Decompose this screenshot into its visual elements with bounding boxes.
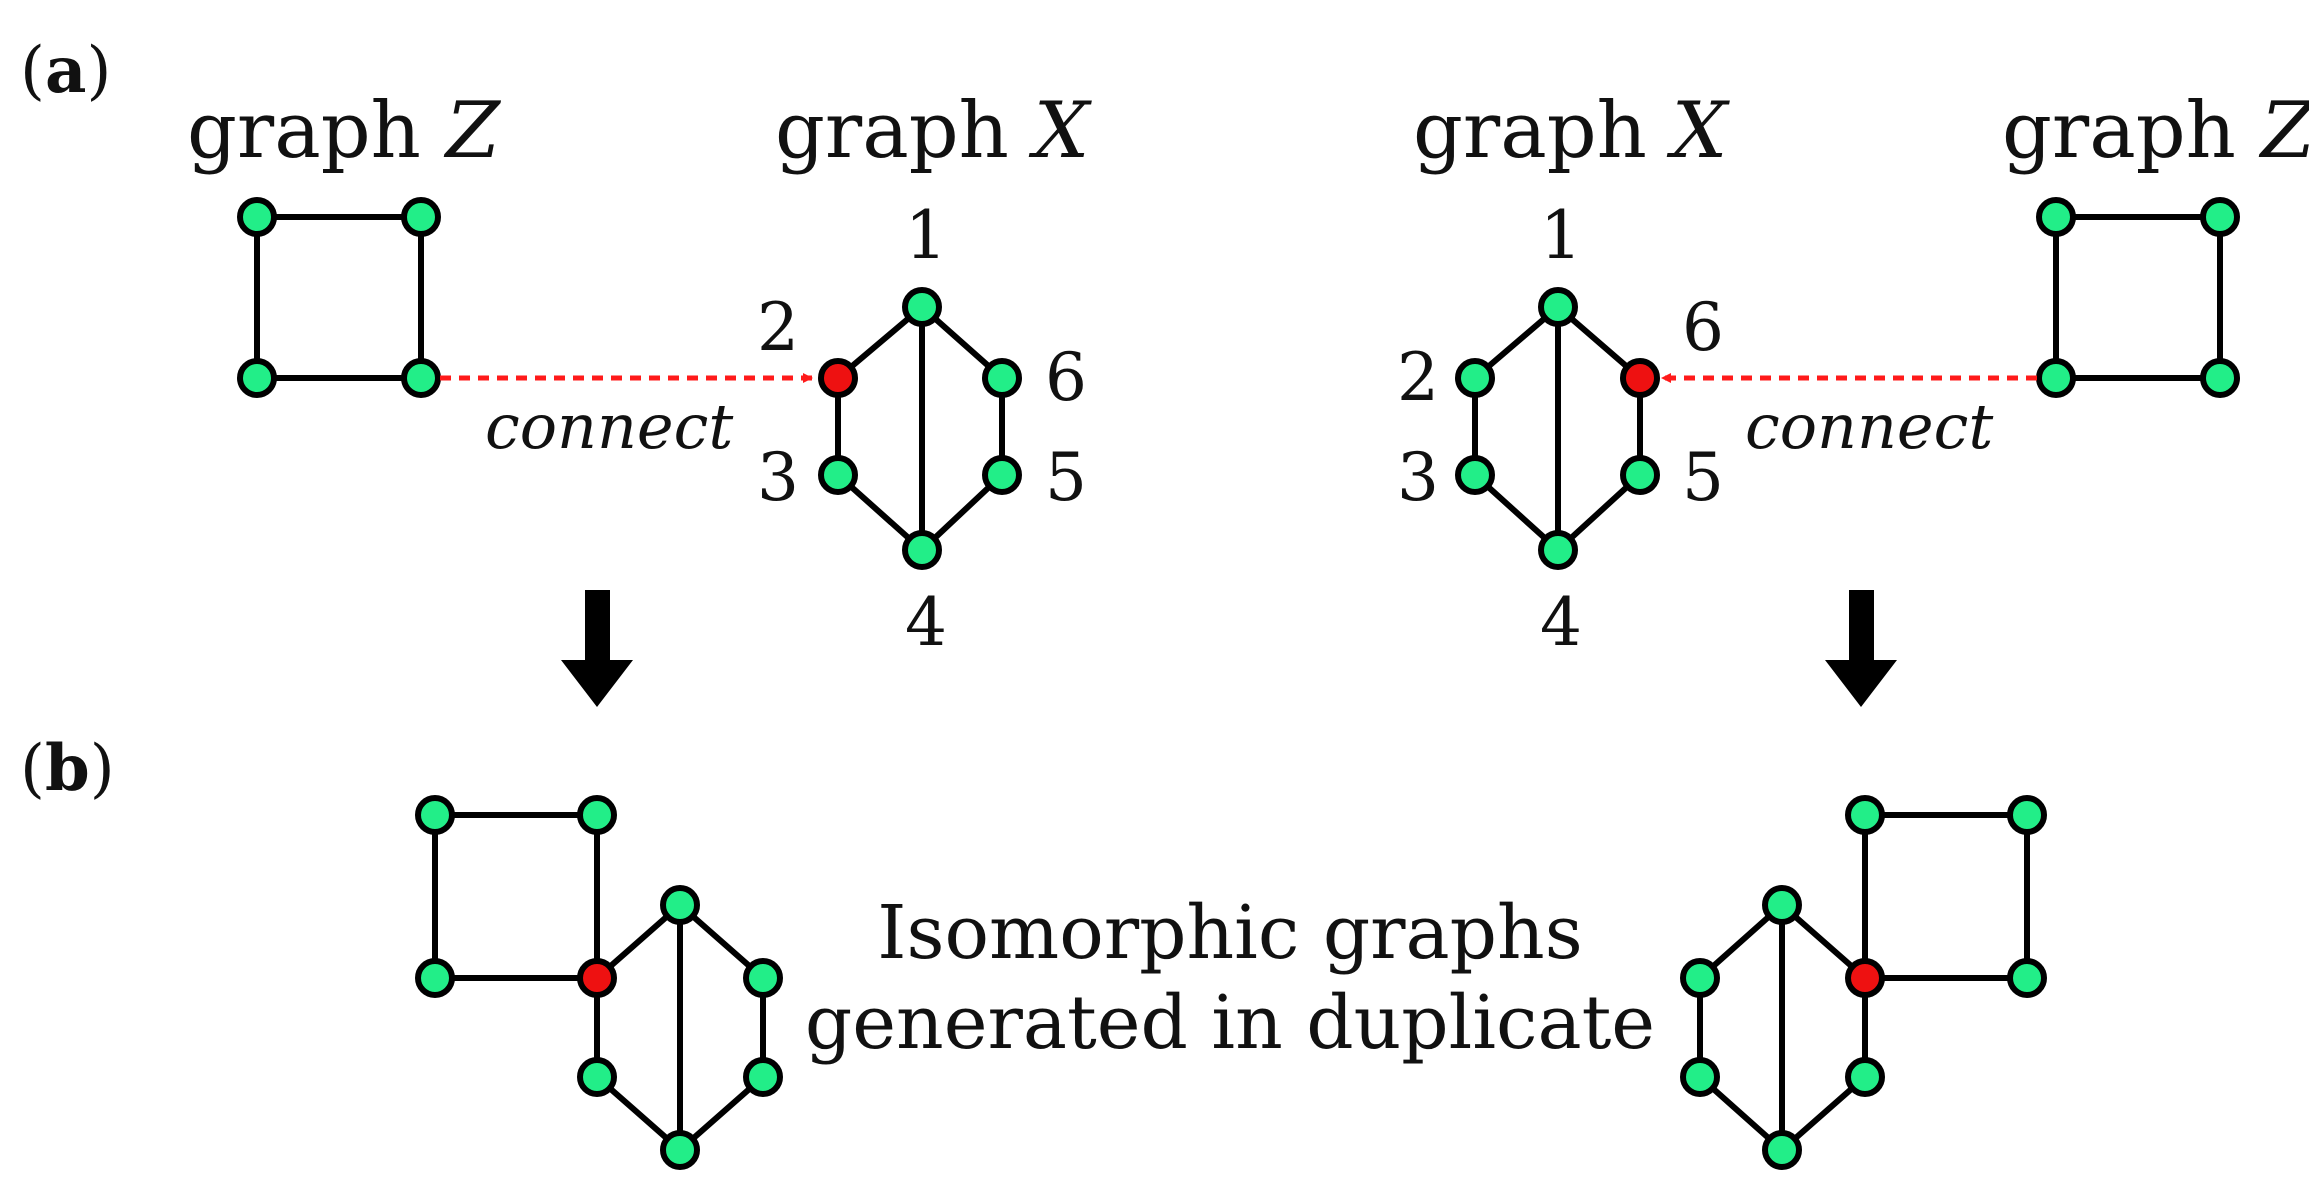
- left-label-node-6: 6: [1045, 339, 1087, 416]
- left-graph-x-edges: [835, 303, 1005, 555]
- right-graph-x-node-1: [1538, 287, 1578, 327]
- right-title-graph-z: graph Z: [2002, 86, 2309, 176]
- right-graph-x-edges: [1472, 303, 1643, 555]
- left-label-node-2: 2: [757, 289, 799, 366]
- result-graph-left: [415, 795, 783, 1170]
- left-label-node-3: 3: [757, 439, 799, 516]
- left-graph-x: [818, 287, 1022, 570]
- caption-line-2: generated in duplicate: [805, 980, 1655, 1066]
- result-left-node: [743, 958, 783, 998]
- left-title-graph-x: graph X: [775, 86, 1093, 176]
- right-graph-z-node: [2036, 358, 2076, 398]
- result-left-node: [577, 795, 617, 835]
- right-graph-z-edges: [2053, 214, 2223, 381]
- panel-label-b: (b): [20, 731, 115, 806]
- left-graph-z-edges: [254, 214, 424, 381]
- right-graph-x-node-5: [1620, 455, 1660, 495]
- right-graph-x-node-3: [1455, 455, 1495, 495]
- left-label-node-1: 1: [905, 197, 947, 274]
- right-graph-z-node: [2200, 197, 2240, 237]
- right-label-node-2: 2: [1397, 339, 1439, 416]
- left-graph-z-node: [401, 197, 441, 237]
- right-graph-x-node-2: [1455, 358, 1495, 398]
- right-graph-x: [1455, 287, 1660, 570]
- right-graph-x-node-4: [1538, 530, 1578, 570]
- left-label-node-4: 4: [905, 584, 947, 661]
- result-right-node: [1845, 795, 1885, 835]
- panel-label-a: (a): [20, 33, 111, 108]
- right-connect-label: connect: [1745, 390, 1993, 463]
- right-label-node-6: 6: [1682, 289, 1724, 366]
- right-label-node-5: 5: [1682, 439, 1724, 516]
- right-label-node-3: 3: [1397, 439, 1439, 516]
- result-left-node: [577, 1057, 617, 1097]
- left-graph-x-node-2: [818, 358, 858, 398]
- left-connect-label: connect: [485, 390, 733, 463]
- right-title-graph-x: graph X: [1413, 86, 1731, 176]
- caption-line-1: Isomorphic graphs: [877, 890, 1582, 976]
- left-graph-x-node-1: [902, 287, 942, 327]
- left-graph-x-node-5: [982, 455, 1022, 495]
- result-right-shared-node: [1845, 958, 1885, 998]
- left-graph-z-node: [401, 358, 441, 398]
- result-right-node: [1680, 958, 1720, 998]
- right-graph-z-node: [2036, 197, 2076, 237]
- left-graph-x-node-3: [818, 455, 858, 495]
- right-label-node-4: 4: [1540, 584, 1582, 661]
- left-title-graph-z: graph Z: [187, 86, 502, 176]
- right-down-arrow: [1825, 590, 1897, 707]
- result-left-node: [660, 1130, 700, 1170]
- result-left-node: [415, 795, 455, 835]
- left-graph-z: [237, 197, 441, 398]
- result-left-node: [660, 885, 700, 925]
- right-graph-x-node-6: [1620, 358, 1660, 398]
- result-right-node: [1680, 1057, 1720, 1097]
- left-graph-x-node-4: [902, 530, 942, 570]
- right-graph-z-node: [2200, 358, 2240, 398]
- result-right-node: [2007, 795, 2047, 835]
- result-left-node: [415, 958, 455, 998]
- result-right-node: [1762, 885, 1802, 925]
- result-right-node: [1762, 1130, 1802, 1170]
- right-label-node-1: 1: [1540, 197, 1582, 274]
- left-graph-z-node: [237, 358, 277, 398]
- result-right-node: [2007, 958, 2047, 998]
- result-left-node: [743, 1057, 783, 1097]
- result-left-shared-node: [577, 958, 617, 998]
- result-graph-right: [1680, 795, 2047, 1170]
- result-right-node: [1845, 1057, 1885, 1097]
- left-down-arrow: [561, 590, 633, 707]
- left-graph-z-node: [237, 197, 277, 237]
- left-label-node-5: 5: [1045, 439, 1087, 516]
- left-graph-x-node-6: [982, 358, 1022, 398]
- right-graph-z: [2036, 197, 2240, 398]
